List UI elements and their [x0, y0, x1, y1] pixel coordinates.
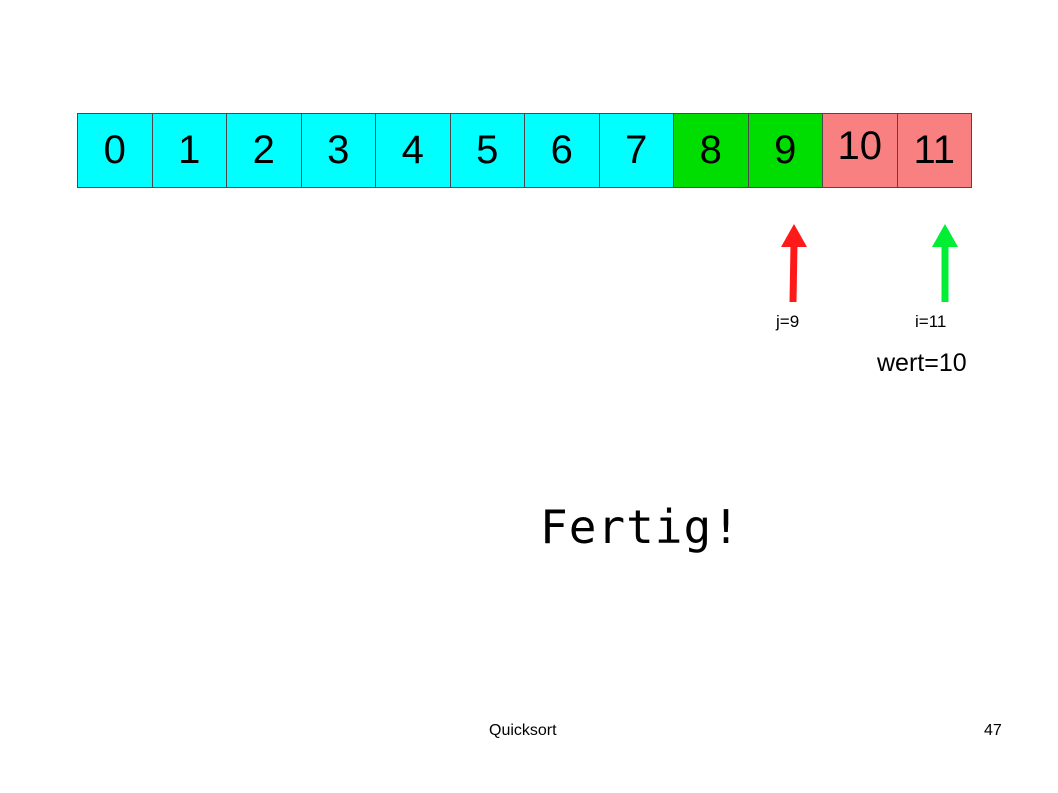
pointer-i-head — [932, 224, 958, 247]
array-cell-11: 11 — [896, 113, 972, 188]
array-cell-label: 6 — [550, 128, 573, 172]
array-cell-label: 8 — [699, 128, 722, 172]
array-cell-1: 1 — [151, 113, 227, 188]
array-cell-8: 8 — [673, 113, 749, 188]
array-cell-10: 10 — [822, 113, 898, 188]
up-arrow-icon — [781, 224, 807, 303]
array-cell-label: 4 — [401, 128, 424, 172]
array-cell-label: 11 — [913, 128, 956, 172]
footer-title: Quicksort — [489, 722, 557, 739]
array-cell-label: 1 — [178, 128, 201, 172]
array-cell-label: 0 — [103, 128, 126, 172]
array-cell-4: 4 — [375, 113, 451, 188]
array-cell-label: 3 — [327, 128, 350, 172]
array-cell-label: 10 — [837, 124, 883, 168]
up-arrow-icon — [932, 224, 958, 302]
array-cell-6: 6 — [524, 113, 600, 188]
array-cell-label: 2 — [252, 128, 275, 172]
array-cell-2: 2 — [226, 113, 302, 188]
array-cell-5: 5 — [449, 113, 525, 188]
array-cell-9: 9 — [747, 113, 823, 188]
wert-label: wert=10 — [877, 349, 967, 377]
array-cell-3: 3 — [300, 113, 376, 188]
array-row: 0 1 2 3 4 5 6 7 8 9 10 11 — [77, 113, 972, 188]
done-text: Fertig! — [540, 500, 741, 554]
pointer-j-shaft — [789, 243, 798, 303]
array-cell-7: 7 — [598, 113, 674, 188]
pointer-j-head — [781, 224, 807, 247]
pointer-j-label: j=9 — [776, 312, 800, 331]
array-cell-label: 9 — [774, 128, 797, 172]
array-cell-label: 7 — [625, 128, 648, 172]
array-cell-0: 0 — [77, 113, 153, 188]
page-number: 47 — [984, 722, 1002, 739]
array-cell-label: 5 — [476, 128, 499, 172]
pointer-i-label: i=11 — [915, 312, 947, 331]
